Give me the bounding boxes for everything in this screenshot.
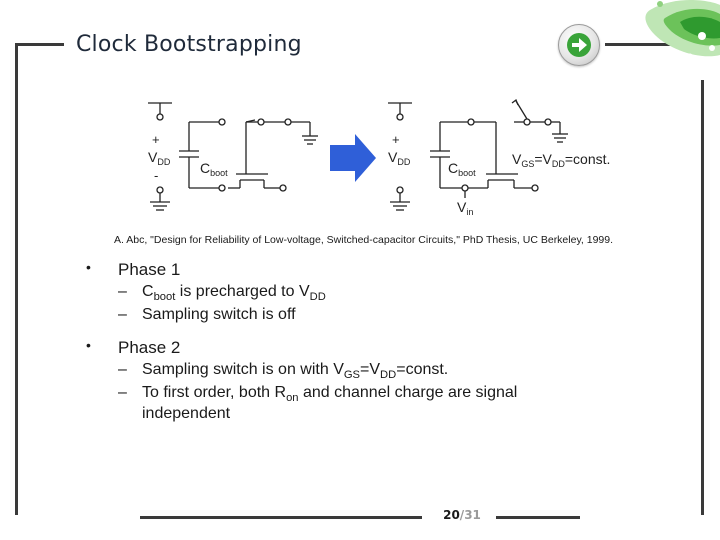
slide-title: Clock Bootstrapping <box>76 32 302 57</box>
frame-right <box>701 80 704 515</box>
dash-icon: – <box>118 283 127 300</box>
phase1-heading: Phase 1 <box>118 260 181 279</box>
vdd-plus-left: + <box>152 132 160 147</box>
phase2-item-ron: – To first order, both Ron and channel c… <box>118 384 582 422</box>
arrow-right-icon <box>567 33 591 57</box>
svg-text:Cboot: Cboot <box>200 160 228 178</box>
p1-item2: Sampling switch is off <box>142 306 296 324</box>
frame-left <box>15 43 18 515</box>
vin-label: V <box>457 199 467 215</box>
frame-top-left <box>18 43 64 46</box>
bullet-phase1: • Phase 1 <box>86 259 606 280</box>
svg-text:VDD: VDD <box>388 149 411 167</box>
page-current: 20 <box>443 508 460 522</box>
vgs-eq-vdd: =V <box>534 151 552 167</box>
bullet-phase2: • Phase 2 <box>86 337 606 358</box>
cboot-label-left: C <box>200 160 210 176</box>
svg-text:VGS=VDD=const.: VGS=VDD=const. <box>512 151 610 169</box>
phase2-item-switch-on: – Sampling switch is on with VGS=VDD=con… <box>118 361 606 381</box>
svg-text:Cboot: Cboot <box>448 160 476 178</box>
next-slide-button[interactable] <box>558 24 600 66</box>
p2-item2-sub: on <box>286 392 299 405</box>
page-separator: / <box>459 508 465 522</box>
p2-item1-sub: GS <box>343 369 361 382</box>
p1-item1-a: C <box>142 283 154 300</box>
vgs-const: =const. <box>565 151 611 167</box>
circuit-phase2 <box>388 98 568 211</box>
page-total: 31 <box>464 508 481 522</box>
p2-item2-a: To first order, both R <box>142 384 287 402</box>
page-number: 20/31 <box>424 508 500 522</box>
bullet-dot-icon: • <box>86 337 91 354</box>
bullet-dot-icon: • <box>86 259 91 275</box>
vgs-label: V <box>512 151 522 167</box>
p2-item1-sub2: DD <box>380 369 397 382</box>
p2-item1-c: =const. <box>396 361 449 379</box>
vdd-label-right: V <box>388 149 398 165</box>
bullet-list: • Phase 1 – Cboot is precharged to VDD –… <box>86 256 606 423</box>
p2-item2-b: and channel charge are signal independen… <box>142 384 518 422</box>
vgs-vdd-sub: DD <box>552 159 565 169</box>
p1-item1-b: is precharged to V <box>175 283 310 300</box>
svg-text:Vin: Vin <box>457 199 473 217</box>
citation: A. Abc, "Design for Reliability of Low-v… <box>114 234 614 246</box>
leaf-decoration <box>645 0 720 59</box>
frame-bottom-left <box>140 516 422 519</box>
vdd-minus-left: - <box>154 168 158 183</box>
vdd-sub-left: DD <box>157 157 170 167</box>
phase1-item-switch-off: – Sampling switch is off <box>118 306 606 324</box>
p2-item1-a: Sampling switch is on with V <box>142 361 344 379</box>
vdd-sub-right: DD <box>397 157 410 167</box>
phase2-heading: Phase 2 <box>118 338 181 358</box>
dash-icon: – <box>118 306 127 324</box>
vgs-sub: GS <box>521 159 534 169</box>
cboot-sub-right: boot <box>458 168 476 178</box>
bootstrap-circuit-diagram: + - VDD Cboot <box>148 98 610 217</box>
svg-text:VDD: VDD <box>148 149 171 167</box>
p1-item1-sub: boot <box>153 291 176 304</box>
vdd-plus-right: + <box>392 132 400 147</box>
vdd-label-left: V <box>148 149 158 165</box>
frame-bottom-right <box>496 516 580 519</box>
frame-top-right <box>605 43 700 46</box>
big-right-arrow-icon <box>330 134 376 182</box>
circuit-phase1 <box>148 102 318 211</box>
cboot-sub-left: boot <box>210 168 228 178</box>
dash-icon: – <box>118 384 127 402</box>
p1-item1-sub2: DD <box>309 291 326 304</box>
cboot-label-right: C <box>448 160 458 176</box>
p2-item1-b: =V <box>360 361 381 379</box>
vin-sub: in <box>466 207 473 217</box>
phase1-item-precharge: – Cboot is precharged to VDD <box>118 283 606 303</box>
dash-icon: – <box>118 361 127 379</box>
